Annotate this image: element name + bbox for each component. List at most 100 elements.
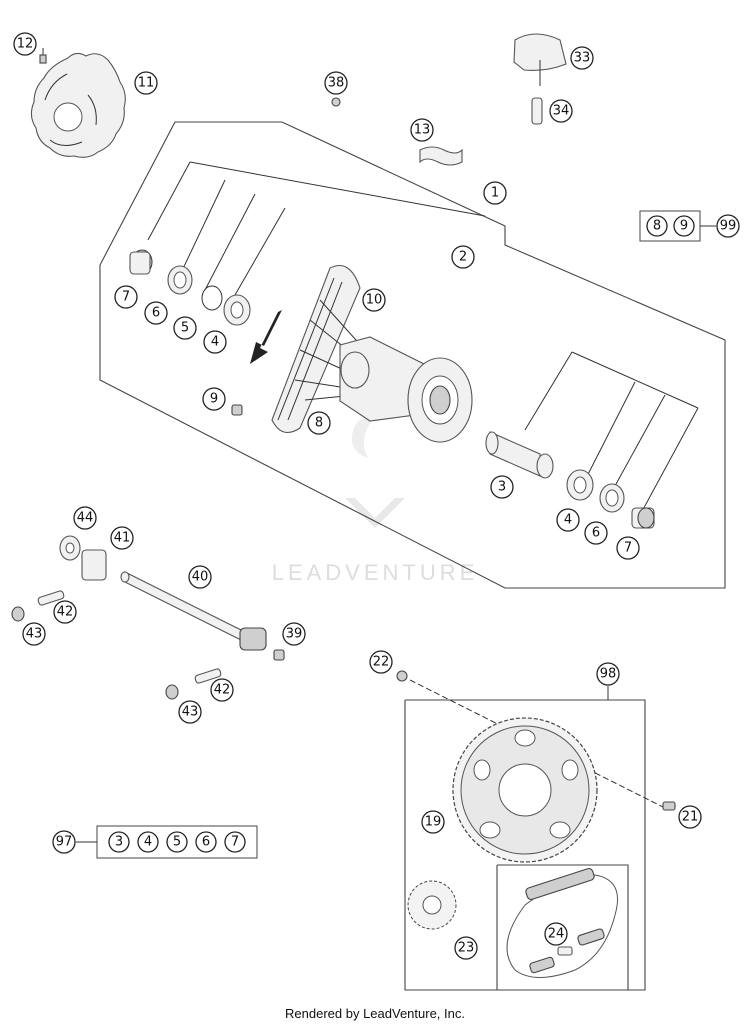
svg-text:42: 42	[57, 605, 74, 620]
callout-5[interactable]: 5	[173, 316, 197, 340]
svg-text:5: 5	[181, 321, 189, 336]
svg-text:7: 7	[624, 541, 632, 556]
callout-38[interactable]: 38	[324, 71, 348, 95]
lock-nut-right	[165, 684, 179, 700]
callout-43-left[interactable]: 43	[22, 622, 46, 646]
callout-42-left[interactable]: 42	[53, 600, 77, 624]
callout-21[interactable]: 21	[678, 805, 702, 829]
svg-text:6: 6	[592, 526, 600, 541]
callout-23[interactable]: 23	[454, 936, 478, 960]
callout-7-right[interactable]: 7	[616, 536, 640, 560]
callout-9[interactable]: 9	[202, 387, 226, 411]
callout-24[interactable]: 24	[544, 922, 568, 946]
svg-text:24: 24	[548, 927, 565, 942]
svg-text:4: 4	[564, 513, 572, 528]
callout-42-right[interactable]: 42	[210, 678, 234, 702]
kit99-item-8[interactable]: 8	[646, 215, 668, 237]
sprocket-bolt	[662, 801, 676, 811]
circlip	[201, 285, 223, 311]
chain-link	[557, 946, 573, 956]
svg-text:98: 98	[600, 667, 617, 682]
svg-text:7: 7	[122, 290, 130, 305]
callout-7-left[interactable]: 7	[114, 285, 138, 309]
spacer-sleeve	[531, 97, 543, 125]
svg-text:33: 33	[574, 51, 591, 66]
svg-text:13: 13	[414, 123, 431, 138]
svg-text:99: 99	[720, 219, 737, 234]
kit97-item-3[interactable]: 3	[108, 831, 130, 853]
callout-4-right[interactable]: 4	[556, 508, 580, 532]
callout-1[interactable]: 1	[483, 181, 507, 205]
callout-43-right[interactable]: 43	[178, 700, 202, 724]
svg-text:10: 10	[366, 293, 383, 308]
svg-text:19: 19	[425, 815, 442, 830]
watermark: LEADVENTURE	[272, 418, 474, 585]
callout-2[interactable]: 2	[451, 245, 475, 269]
svg-text:6: 6	[152, 306, 160, 321]
hub-spacer-tube	[485, 431, 554, 479]
callout-11[interactable]: 11	[134, 71, 158, 95]
callout-33[interactable]: 33	[570, 46, 594, 70]
kit97-item-5[interactable]: 5	[166, 831, 188, 853]
right-seal	[599, 483, 625, 513]
wheel-assembly-frame	[99, 121, 726, 589]
callout-6-left[interactable]: 6	[144, 301, 168, 325]
chain-kit-frame	[496, 864, 629, 991]
kit97-item-4[interactable]: 4	[137, 831, 159, 853]
svg-text:38: 38	[328, 76, 345, 91]
svg-text:40: 40	[192, 570, 209, 585]
bolt-axis-line	[409, 679, 666, 809]
svg-text:12: 12	[17, 37, 34, 52]
svg-text:41: 41	[114, 531, 131, 546]
valve-cap	[331, 97, 341, 107]
wheel-rim	[271, 264, 361, 434]
callout-19[interactable]: 19	[421, 810, 445, 834]
callout-99[interactable]: 99	[716, 214, 740, 238]
svg-text:42: 42	[214, 683, 231, 698]
callout-98[interactable]: 98	[596, 662, 620, 686]
wheel-hub	[339, 336, 473, 443]
callout-22[interactable]: 22	[369, 650, 393, 674]
callout-4-left[interactable]: 4	[203, 330, 227, 354]
svg-text:7: 7	[231, 835, 239, 850]
callout-39[interactable]: 39	[282, 622, 306, 646]
callout-97[interactable]: 97	[52, 830, 76, 854]
kit97-item-7[interactable]: 7	[224, 831, 246, 853]
svg-text:1: 1	[491, 186, 499, 201]
axle-nut	[273, 649, 285, 661]
kit97-item-6[interactable]: 6	[195, 831, 217, 853]
left-leader-lines	[147, 161, 486, 296]
svg-text:11: 11	[138, 76, 155, 91]
callout-6-right[interactable]: 6	[584, 521, 608, 545]
callout-3-hub[interactable]: 3	[490, 475, 514, 499]
left-bearing	[223, 294, 251, 326]
callout-40[interactable]: 40	[188, 565, 212, 589]
svg-text:2: 2	[459, 250, 467, 265]
callout-44[interactable]: 44	[73, 506, 97, 530]
footer-credit: Rendered by LeadVenture, Inc.	[285, 1006, 465, 1021]
svg-text:8: 8	[653, 219, 661, 234]
adjuster-screw-left	[37, 590, 65, 606]
disc-screw	[39, 48, 47, 64]
right-bearing	[566, 469, 594, 501]
callout-10[interactable]: 10	[362, 288, 386, 312]
sprocket-kit-frame	[404, 699, 646, 991]
svg-text:34: 34	[553, 104, 570, 119]
svg-text:23: 23	[458, 941, 475, 956]
callout-8[interactable]: 8	[307, 411, 331, 435]
rear-sprocket	[452, 717, 598, 863]
svg-text:9: 9	[680, 219, 688, 234]
callout-12[interactable]: 12	[13, 32, 37, 56]
sprocket-nut	[396, 670, 408, 682]
adjuster-screw-right	[194, 668, 222, 684]
right-spacer	[631, 507, 655, 529]
kit99-item-9[interactable]: 9	[673, 215, 695, 237]
callout-41[interactable]: 41	[110, 526, 134, 550]
chain-adjuster-nut	[59, 535, 81, 561]
callout-13[interactable]: 13	[410, 118, 434, 142]
direction-arrow-icon	[250, 310, 282, 364]
brake-disc	[30, 52, 126, 158]
callout-34[interactable]: 34	[549, 99, 573, 123]
svg-text:6: 6	[202, 835, 210, 850]
